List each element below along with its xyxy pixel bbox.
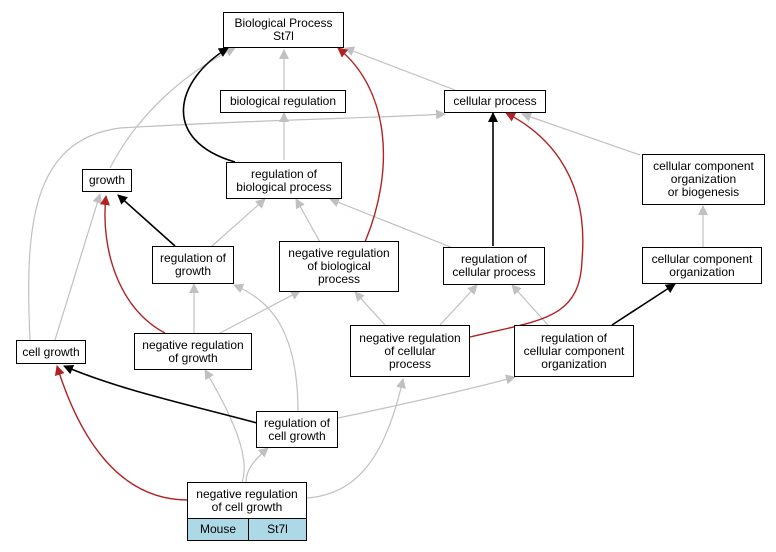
node-label: cellular process [452, 265, 536, 279]
node-label: process [388, 356, 432, 371]
node-label: organization [670, 172, 737, 186]
node-cellular-process[interactable]: cellular process [444, 90, 546, 113]
node-label: organization [669, 264, 735, 279]
node-label: process [317, 272, 361, 286]
node-label: negative regulation [359, 330, 461, 345]
edge-reggrowth-growth-regulates [117, 194, 176, 247]
node-label: growth [88, 173, 126, 187]
node-cell-growth[interactable]: cell growth [16, 340, 86, 364]
node-label: regulation of [460, 252, 528, 266]
node-label: negative regulation [288, 246, 390, 260]
node-label: of biological [307, 259, 371, 273]
node-label: regulation of [540, 330, 608, 345]
node-label: cellular process [453, 94, 537, 108]
edge-negregcellproc-negregbio [354, 291, 386, 326]
edge-negregcellgrowth-negregcellproc [305, 378, 406, 499]
node-label: cellular component [653, 159, 754, 173]
species-cell: Mouse [187, 518, 249, 541]
edge-cellproc-root [344, 46, 456, 91]
edge-negregbio-regbio [295, 198, 321, 243]
node-label: cellular component [651, 251, 753, 266]
node-label: cell growth [268, 428, 326, 443]
edge-growth-root [109, 47, 236, 169]
node-label: of growth [168, 350, 218, 365]
node-label: or biogenesis [667, 185, 740, 199]
edge-cellgrowth-growth [54, 193, 103, 341]
node-label: negative regulation [196, 487, 298, 501]
node-label: cell growth [22, 344, 80, 359]
edge-regcellproc-regbio [329, 197, 454, 249]
edge-negreggrowth-growth-negreg [100, 195, 166, 334]
edge-regcellgrowth-reggrowth [233, 283, 299, 413]
node-label: biological process [236, 179, 332, 194]
edge-cellgrowth-cellproc [28, 109, 446, 341]
node-label: growth [174, 264, 212, 278]
node-growth[interactable]: growth [82, 169, 132, 192]
node-label: regulation of [263, 415, 331, 430]
node-label: St7l [273, 29, 294, 43]
edge-regcco-cco-regulates [611, 283, 676, 326]
edge-regcellgrowth-regcco [337, 374, 516, 419]
node-label: Biological Process [234, 16, 333, 30]
node-label: regulation of [250, 166, 318, 181]
edge-ccob-cellproc [521, 112, 641, 156]
node-biological-regulation[interactable]: biological regulation [220, 90, 346, 113]
edge-regbio-root-regulates [182, 47, 236, 163]
node-label: cellular component [523, 343, 625, 358]
edge-negreggrowth-negregbio [219, 290, 301, 334]
edge-reggrowth-regbio [211, 198, 266, 247]
edge-negregcellgrowth-cellgrowth-negreg [54, 365, 189, 501]
gene-cell: St7l [248, 518, 307, 541]
node-label: regulation of [159, 251, 227, 265]
node-label: biological regulation [229, 94, 337, 108]
edge-negregcellproc-cellproc-negreg [469, 112, 584, 338]
edge-negregcellgrowth-regcellgrowth [245, 447, 269, 483]
node-label: organization [541, 356, 607, 371]
edge-negregbio-root-negreg [337, 47, 385, 243]
edge-regcellgrowth-cellgrowth-regulates [63, 364, 258, 424]
edge-negregcellgrowth-negreggrowth [204, 369, 245, 483]
node-label: of cell growth [211, 500, 283, 514]
node-label: of cellular [384, 343, 436, 358]
edge-negregcellproc-regcellproc [439, 284, 478, 326]
node-label: negative regulation [142, 337, 244, 352]
